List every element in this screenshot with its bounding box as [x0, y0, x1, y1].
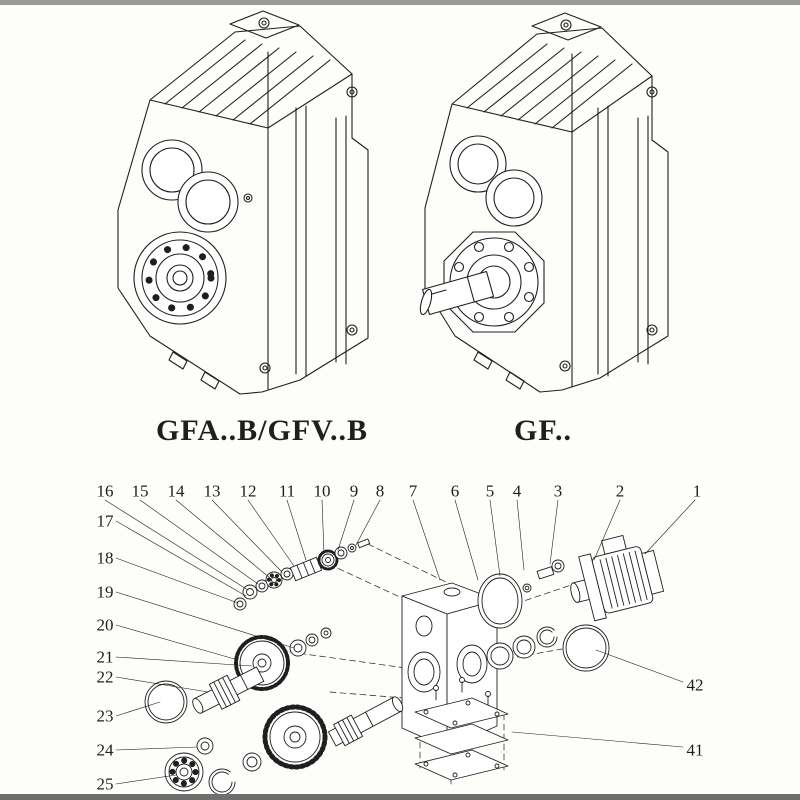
- scan-edge-top: [0, 0, 800, 5]
- callout-21: 21: [96, 647, 114, 667]
- exploded-view-line-drawing: [104, 499, 696, 796]
- callout-6: 6: [450, 481, 460, 501]
- callout-23: 23: [96, 706, 114, 726]
- callout-5: 5: [485, 481, 495, 501]
- input-bores: [141, 139, 239, 233]
- callout-8: 8: [375, 481, 385, 501]
- callout-42: 42: [686, 675, 704, 695]
- callout-7: 7: [408, 481, 418, 501]
- model-label-gfab-gfvb: GFA..B/GFV..B: [156, 414, 368, 447]
- output-shaft: [419, 270, 495, 316]
- callout-24: 24: [96, 740, 114, 760]
- gasket-plates-part: [414, 677, 509, 781]
- callout-2: 2: [615, 481, 625, 501]
- callout-20: 20: [96, 615, 114, 635]
- callout-25: 25: [96, 774, 114, 794]
- retaining-ring-part: [144, 680, 188, 724]
- callout-17: 17: [96, 511, 114, 531]
- model-label-gf: GF..: [514, 414, 572, 447]
- callout-1: 1: [692, 481, 702, 501]
- motor-part: [570, 534, 665, 622]
- callout-11: 11: [278, 481, 296, 501]
- seal-rings: [486, 624, 610, 672]
- adapter-ring-and-fasteners: [477, 559, 565, 629]
- scan-edge-bottom: [0, 794, 800, 800]
- callout-9: 9: [349, 481, 359, 501]
- callout-10: 10: [313, 481, 331, 501]
- callout-19: 19: [96, 582, 114, 602]
- pinion-shaft-part: [192, 666, 265, 714]
- callout-13: 13: [203, 481, 221, 501]
- callout-18: 18: [96, 548, 114, 568]
- leader-lines: [104, 499, 696, 785]
- bearing-boss: [133, 231, 227, 325]
- gearbox-line-drawing-gfab-gfvb: [117, 10, 369, 395]
- input-shaft-small-parts: [233, 538, 371, 611]
- callout-12: 12: [239, 481, 257, 501]
- input-bores: [449, 135, 543, 227]
- callout-16: 16: [96, 481, 114, 501]
- callout-14: 14: [167, 481, 185, 501]
- callout-4: 4: [512, 481, 522, 501]
- callout-3: 3: [553, 481, 563, 501]
- callout-22: 22: [96, 667, 114, 687]
- gearbox-line-drawing-gf: [419, 12, 669, 393]
- callout-15: 15: [131, 481, 149, 501]
- callout-41: 41: [686, 740, 704, 760]
- output-shaft-parts: [164, 696, 404, 796]
